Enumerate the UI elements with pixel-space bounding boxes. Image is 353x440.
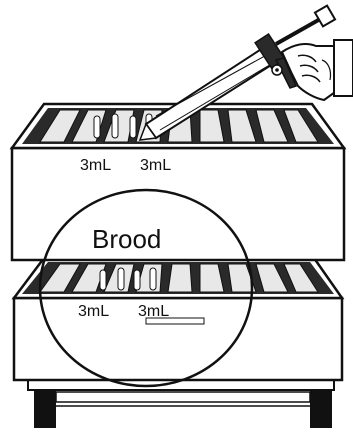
applicator-syringe-icon xyxy=(138,4,337,141)
hive-stand xyxy=(27,377,335,428)
upper-box-body xyxy=(10,146,346,262)
lower-left-dose-label: 3mL xyxy=(78,303,109,320)
upper-right-dose-label: 3mL xyxy=(140,157,171,174)
lower-box-body xyxy=(12,296,344,382)
brood-ellipse xyxy=(38,188,254,388)
upper-hive-box xyxy=(9,102,347,262)
lower-frame-tops xyxy=(22,262,334,294)
lower-hive-box xyxy=(11,256,345,428)
upper-left-dose-label: 3mL xyxy=(80,157,111,174)
lower-right-dose-label: 3mL xyxy=(138,303,169,320)
hand-icon xyxy=(280,39,353,102)
brood-label: Brood xyxy=(92,224,161,254)
lower-box-handle xyxy=(145,317,205,325)
